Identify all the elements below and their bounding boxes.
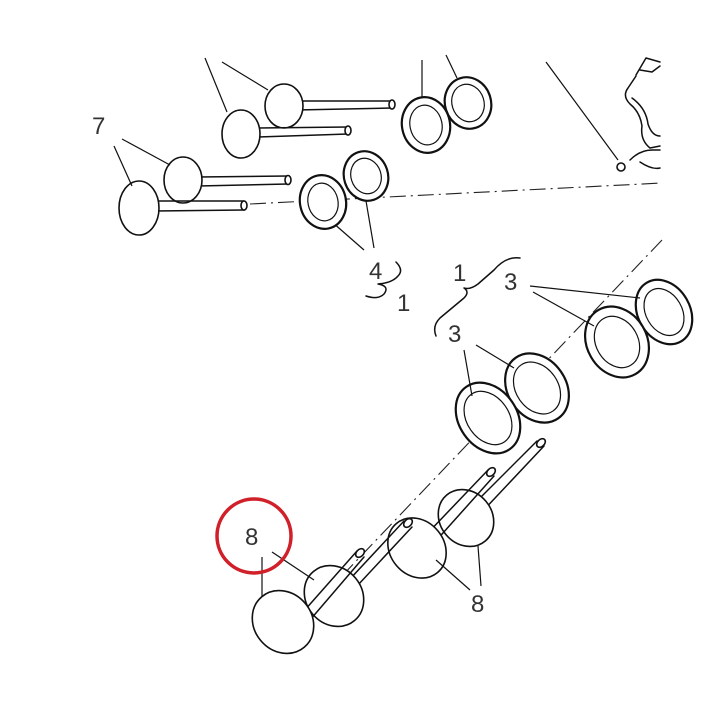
valves-lower-group bbox=[251, 437, 547, 655]
valve-head bbox=[118, 180, 160, 236]
valve-head bbox=[264, 83, 304, 129]
valve-seats-center bbox=[454, 344, 570, 455]
valve-seats-mid-right bbox=[529, 278, 694, 379]
leader-to-screw bbox=[545, 61, 619, 161]
valves-upper-group bbox=[118, 83, 396, 236]
brace-item-1 bbox=[433, 257, 521, 337]
screw-head-icon bbox=[616, 162, 626, 172]
valve-head bbox=[163, 156, 203, 204]
callout-3-lower: 3 bbox=[448, 321, 461, 348]
callout-8-highlighted: 8 bbox=[245, 524, 258, 551]
brace-item-4 bbox=[365, 261, 402, 299]
housing-fragment bbox=[545, 57, 661, 172]
callout-1-right: 1 bbox=[453, 260, 466, 287]
valve-seats-upper bbox=[298, 76, 493, 230]
callout-3-upper: 3 bbox=[504, 269, 517, 296]
highlight-circle bbox=[215, 497, 293, 575]
callout-8-lower: 8 bbox=[471, 591, 484, 618]
valve-head bbox=[221, 109, 261, 159]
callout-labels: 7 4 1 1 3 3 8 8 bbox=[92, 113, 517, 618]
leader-lines-upper bbox=[113, 54, 458, 251]
callout-1-left: 1 bbox=[397, 290, 410, 317]
brace-marks bbox=[365, 257, 521, 337]
callout-7: 7 bbox=[92, 113, 105, 140]
callout-4: 4 bbox=[369, 258, 382, 285]
